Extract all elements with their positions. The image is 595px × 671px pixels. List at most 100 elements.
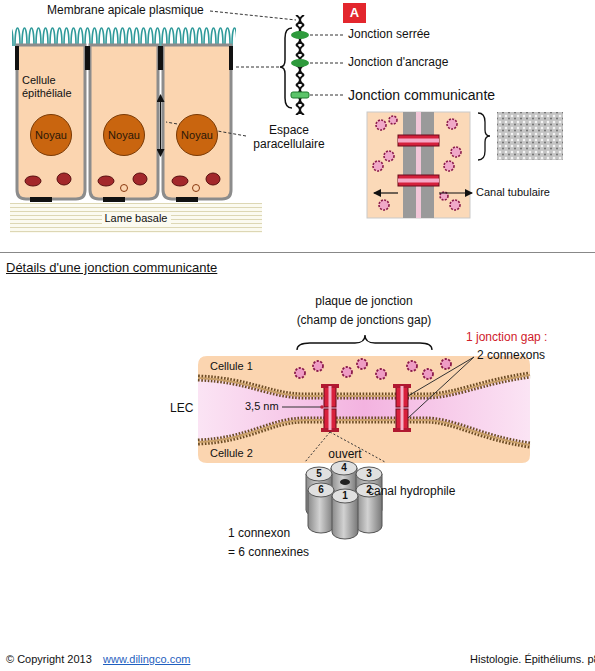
space-arrow <box>160 95 161 156</box>
leader-line <box>236 67 281 68</box>
callout-number: 4 <box>341 462 347 474</box>
inset-channel <box>398 175 439 186</box>
connexon-top-view <box>342 367 352 377</box>
plasma-membrane <box>198 375 530 396</box>
dimension-dot <box>320 405 324 409</box>
plasma-membrane-core <box>198 420 530 445</box>
leader-line <box>310 95 345 96</box>
plaque-label: (champ de jonctions gap) <box>297 314 432 328</box>
connexon-top-view <box>407 361 417 371</box>
anchoring-junction-mark <box>291 59 309 67</box>
epithelial-cell <box>17 45 85 199</box>
figure-letter: A <box>350 6 359 20</box>
copyright-note: © Copyright 2013 <box>6 653 92 666</box>
inset-panel <box>367 112 470 218</box>
leader-line <box>310 35 345 36</box>
nucleus-circle: Noyau <box>103 114 145 156</box>
plaque-label: plaque de jonction <box>315 295 412 309</box>
website-link: www.dilingco.com <box>103 653 190 666</box>
connexon-top-view <box>313 361 323 371</box>
inset-channel-lumen <box>398 139 439 143</box>
channel-opening <box>340 479 350 485</box>
connexin-top <box>308 483 334 497</box>
lateral-membranes <box>292 15 308 115</box>
leader-line <box>210 11 296 20</box>
junction-bar <box>15 46 19 70</box>
junction-bar <box>85 46 90 70</box>
gap-junction-label: 1 jonction gap : <box>466 331 547 345</box>
brace <box>478 113 490 160</box>
connexin-top <box>332 489 358 503</box>
hemidesmosome <box>30 197 52 202</box>
micrograph <box>497 112 563 160</box>
channel-lumen <box>329 386 332 430</box>
epithelial-cell <box>90 45 158 199</box>
nucleus-circle: Noyau <box>30 114 72 156</box>
callout-number: 2 <box>366 484 372 496</box>
cell-label: Cellule épithéliale <box>22 74 84 99</box>
nucleus-circle: Noyau <box>176 114 218 156</box>
section-heading: Détails d'une jonction communicante <box>6 261 217 276</box>
connexon-group <box>373 116 461 210</box>
plasma-membrane <box>198 420 530 445</box>
callout-number: 6 <box>318 484 324 496</box>
mitochondrion <box>57 173 71 185</box>
connexon-top-view <box>451 147 461 157</box>
connexon-top-view <box>295 368 305 378</box>
vesicle <box>121 185 128 192</box>
cell-label: Cellule 1 <box>210 360 253 373</box>
band-label: Lame basale <box>102 212 171 224</box>
epithelial-cell <box>163 45 231 199</box>
definition-label: 1 connexon <box>228 527 290 541</box>
connexon-label: 2 connexons <box>477 349 545 363</box>
connexon-top-view <box>373 161 383 171</box>
inset-channel <box>398 135 439 146</box>
figure-letter-box: A <box>343 3 366 23</box>
leader-line <box>310 63 345 64</box>
state-label: ouvert <box>328 448 361 462</box>
connexon-top-view <box>450 200 460 210</box>
flow-arrow <box>439 192 472 193</box>
junction-bar <box>229 46 233 70</box>
connexon-model <box>306 461 382 539</box>
connexon-top-view <box>444 161 454 171</box>
flow-arrow <box>374 192 398 193</box>
separator-line <box>0 252 595 253</box>
channel-label: Canal tubulaire <box>476 186 550 199</box>
mitochondrion <box>98 176 114 186</box>
junction-bar <box>158 46 163 70</box>
inset-gap <box>416 112 421 218</box>
junction-label: Jonction communicante <box>348 87 495 103</box>
nucleus-label: Noyau <box>108 129 140 141</box>
hemidesmosome <box>103 197 125 202</box>
nucleus-label: Noyau <box>181 129 213 141</box>
connexon-top-view <box>357 359 367 369</box>
hemidesmosome <box>176 197 198 202</box>
membrane-label: Membrane apicale plasmique <box>47 4 204 18</box>
page-reference: Histologie. Épithéliums. p8 <box>470 653 595 666</box>
inset-channel-lumen <box>398 179 439 183</box>
callout-number: 3 <box>366 468 372 480</box>
connexon-top-view <box>384 151 394 161</box>
connexin-top <box>306 467 332 481</box>
space-label: Espace paracellulaire <box>247 124 331 152</box>
connexon-top-view <box>423 369 433 379</box>
extracellular-space <box>198 375 530 445</box>
brace <box>280 28 292 108</box>
cell-label: Cellule 2 <box>210 447 253 460</box>
connexin-top <box>356 467 382 481</box>
connexon-top-view <box>447 119 457 129</box>
tight-junction-mark <box>291 31 309 39</box>
callout-number: 1 <box>342 490 348 502</box>
microvilli <box>12 20 236 46</box>
connexon-top-view <box>376 369 386 379</box>
vesicle <box>193 185 200 192</box>
leader-line <box>408 357 474 396</box>
brace <box>297 335 432 350</box>
callout-number: 5 <box>316 468 322 480</box>
mitochondrion <box>172 176 188 186</box>
plasma-membrane-core <box>198 375 530 396</box>
channel-lumen <box>401 386 404 430</box>
gap-junction-mark <box>291 92 309 98</box>
definition-label: = 6 connexines <box>228 546 309 560</box>
